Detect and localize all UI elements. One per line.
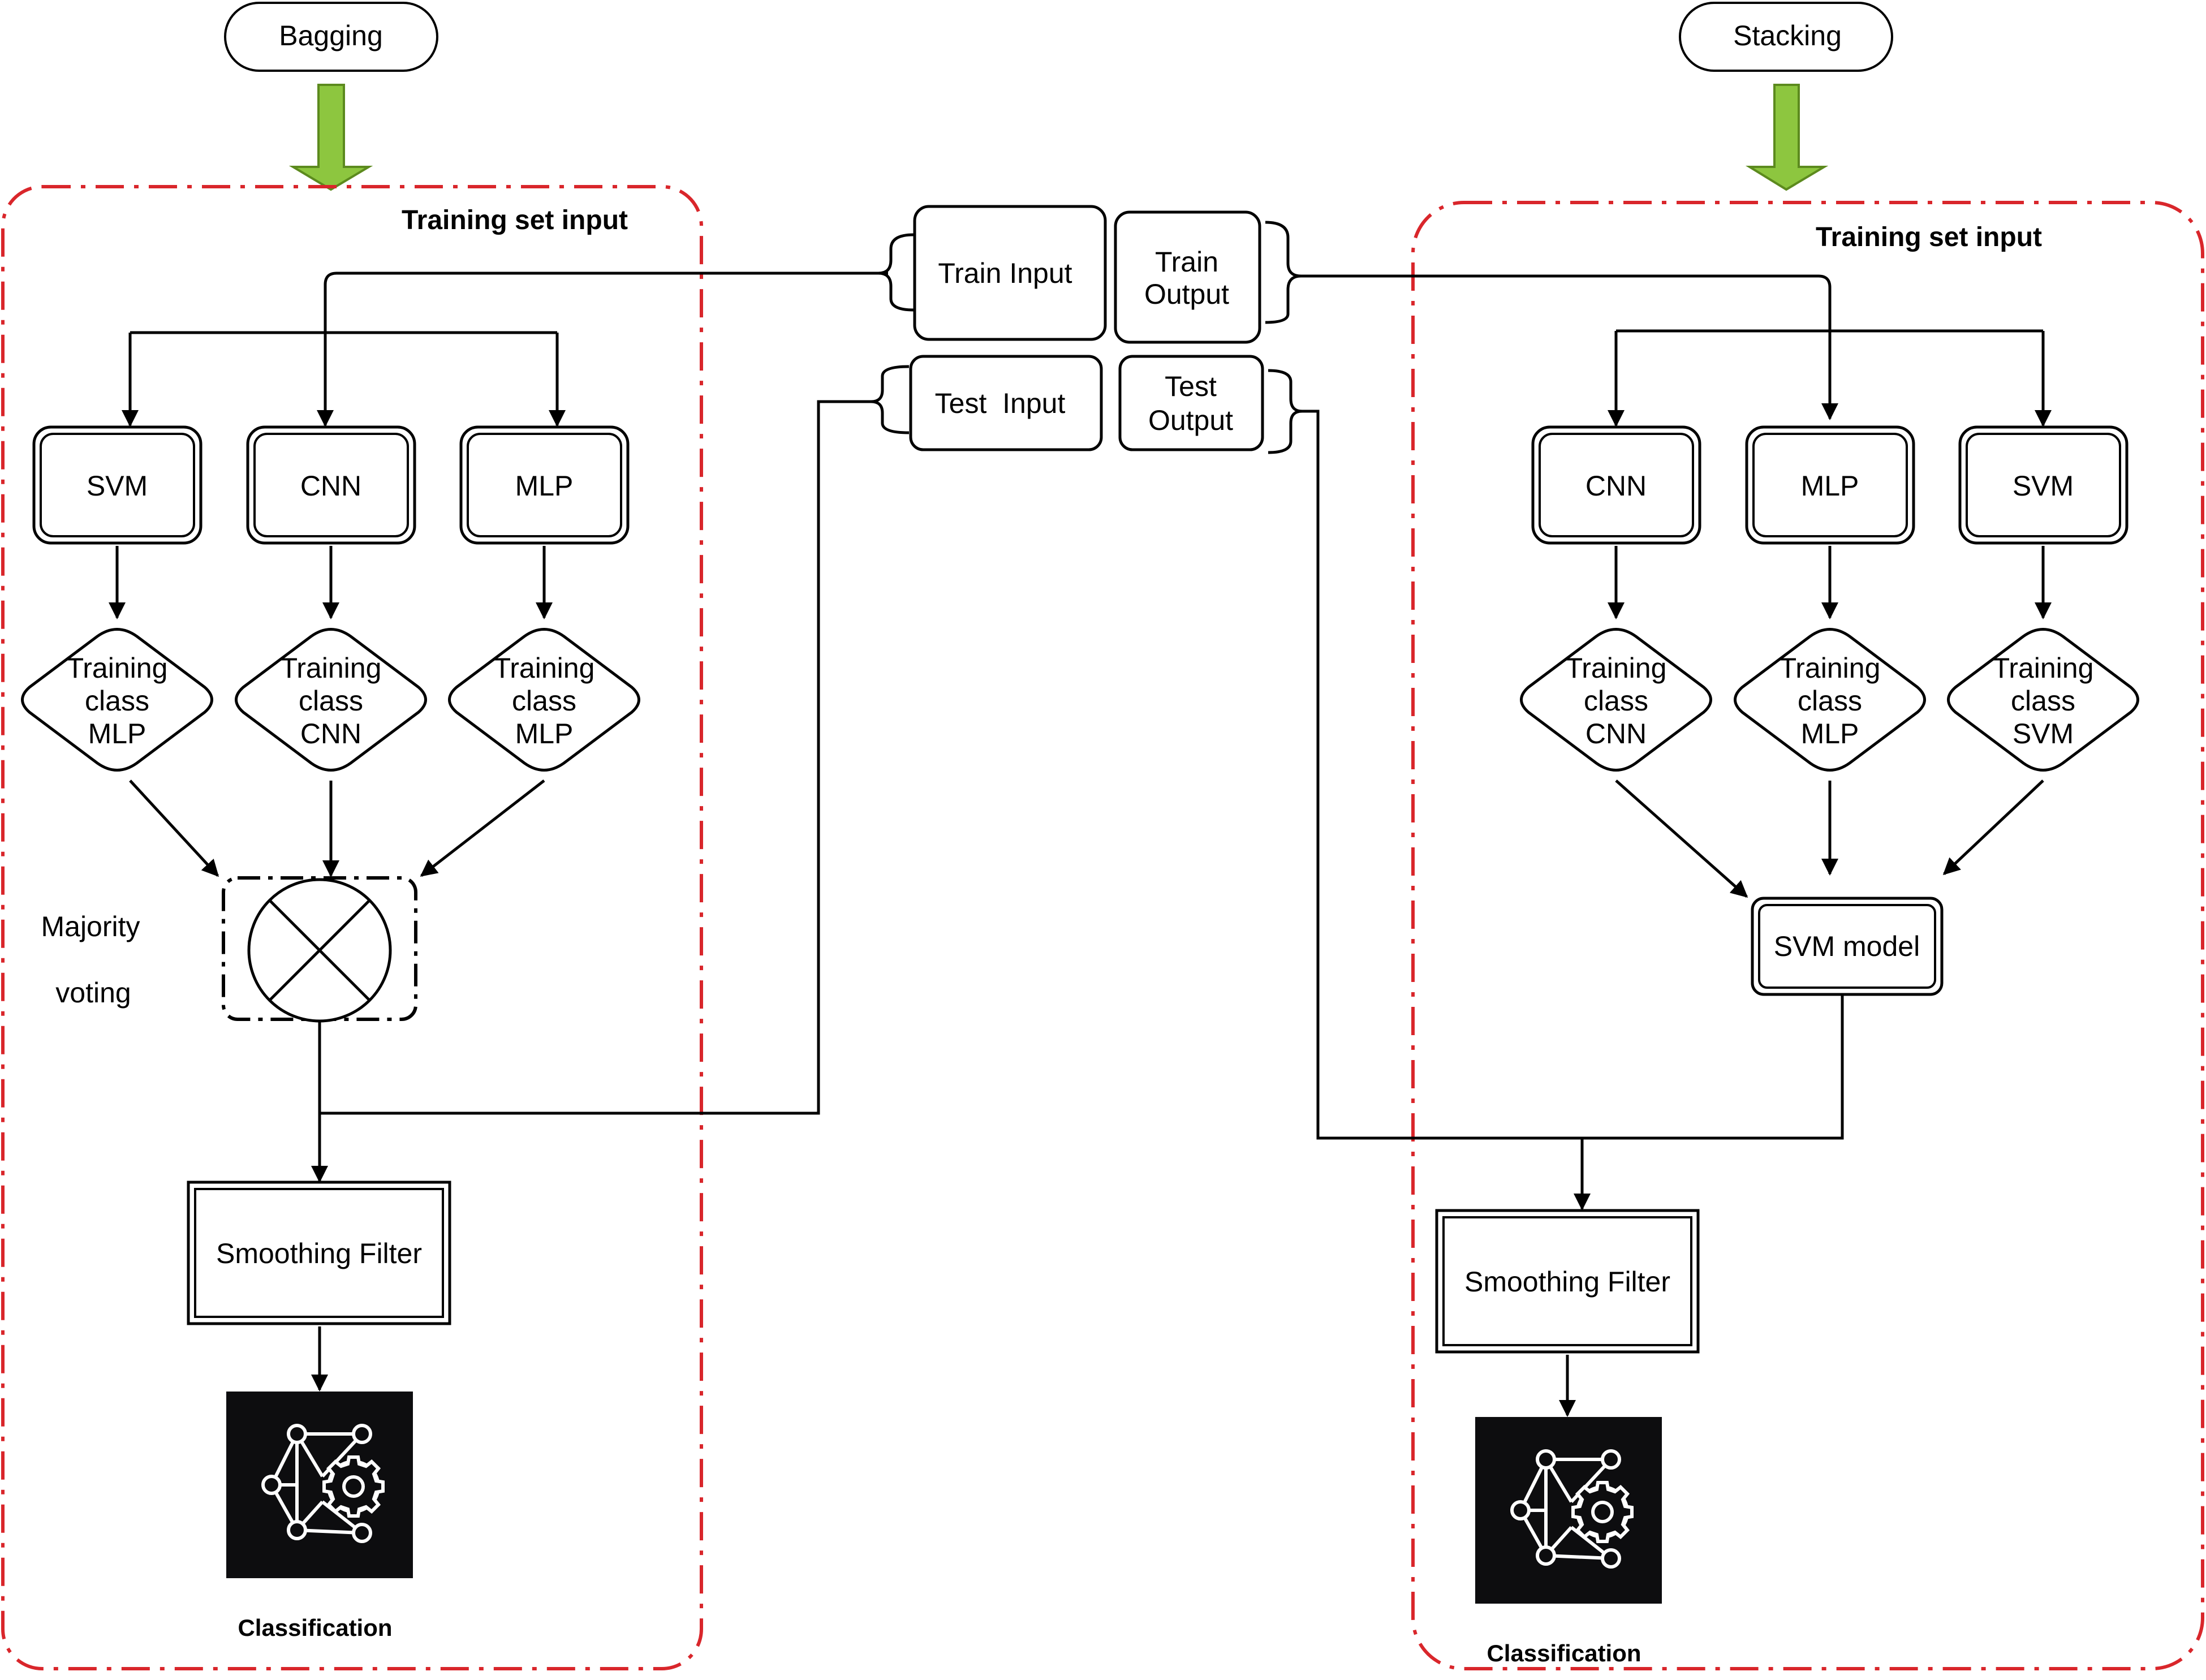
training-node-line: MLP	[515, 718, 574, 749]
bagging-smoothing-filter: Smoothing Filter	[187, 1181, 451, 1325]
bagging-model-label: MLP	[515, 470, 574, 502]
stacking-title: Stacking	[1733, 20, 1842, 51]
training-node-line: Training	[1566, 652, 1667, 684]
bagging-section: Bagging Training set input SVM CNN MLP T…	[1, 2, 888, 1670]
bagging-training-node: Training class CNN	[235, 628, 427, 772]
bagging-model-box: MLP	[459, 425, 630, 545]
bagging-frame-label: Training set input	[402, 205, 628, 235]
stacking-model-box: MLP	[1745, 425, 1915, 545]
train-input-box	[913, 205, 1107, 341]
train-input-label: Train Input	[938, 257, 1072, 289]
bagging-filter-label: Smoothing Filter	[216, 1238, 422, 1269]
svm-model-label: SVM model	[1774, 931, 1920, 962]
stacking-connectors	[1301, 274, 2052, 1417]
train-output-label: Output	[1144, 278, 1229, 310]
bagging-training-node: Training class MLP	[21, 628, 213, 772]
bagging-model-box: SVM	[32, 425, 202, 545]
bagging-classification-icon	[226, 1392, 413, 1578]
train-output-brace	[1265, 221, 1302, 324]
train-output-box	[1114, 210, 1261, 344]
training-node-line: Training	[1780, 652, 1881, 684]
test-output-label: Output	[1148, 404, 1233, 436]
training-node-line: Training	[1993, 652, 2094, 684]
bagging-title: Bagging	[279, 20, 383, 51]
data-blocks: Train Input Train Output Test Input Test…	[871, 205, 1303, 454]
stacking-model-box: SVM	[1958, 425, 2129, 545]
stacking-training-node: Training class CNN	[1520, 628, 1712, 772]
train-output-label: Train	[1155, 246, 1218, 278]
stacking-filter-label: Smoothing Filter	[1464, 1266, 1670, 1298]
test-output-brace	[1268, 369, 1303, 454]
stacking-down-arrow-icon	[1745, 84, 1829, 191]
training-node-line: MLP	[1801, 718, 1859, 749]
bagging-training-node: Training class MLP	[448, 628, 640, 772]
stacking-classification-icon	[1475, 1417, 1662, 1604]
training-node-line: class	[299, 685, 363, 717]
stacking-model-label: MLP	[1801, 470, 1859, 502]
training-node-line: class	[1798, 685, 1862, 717]
stacking-training-node: Training class SVM	[1947, 628, 2139, 772]
test-output-box	[1118, 355, 1264, 451]
training-node-line: class	[85, 685, 149, 717]
training-node-line: class	[1584, 685, 1648, 717]
majority-voting-label: Majority	[41, 911, 140, 942]
svm-meta-model: SVM model	[1751, 897, 1944, 996]
stacking-title-pill	[1679, 2, 1893, 72]
bagging-title-pill	[224, 2, 438, 72]
training-node-line: Training	[494, 652, 595, 684]
stacking-training-node: Training class MLP	[1734, 628, 1926, 772]
training-node-line: Training	[281, 652, 382, 684]
train-input-brace	[878, 233, 914, 312]
test-output-label: Test	[1165, 371, 1217, 402]
majority-voting-label: voting	[55, 977, 131, 1009]
bagging-model-label: CNN	[300, 470, 361, 502]
stacking-model-label: SVM	[2013, 470, 2074, 502]
training-node-line: SVM	[2013, 718, 2074, 749]
training-node-line: Training	[67, 652, 168, 684]
stacking-frame-label: Training set input	[1816, 222, 2042, 252]
test-input-brace	[871, 365, 910, 434]
training-node-line: MLP	[88, 718, 147, 749]
test-input-label: Test Input	[935, 387, 1066, 419]
stacking-smoothing-filter: Smoothing Filter	[1435, 1209, 1700, 1354]
majority-voting-combiner-icon	[247, 878, 392, 1023]
bagging-model-box: CNN	[246, 425, 416, 545]
test-input-box	[909, 355, 1103, 451]
bagging-model-label: SVM	[87, 470, 148, 502]
training-node-line: class	[2011, 685, 2075, 717]
stacking-frame	[1411, 201, 2204, 1670]
training-node-line: CNN	[300, 718, 361, 749]
stacking-section: Stacking Training set input CNN MLP SVM …	[1301, 2, 2204, 1670]
bagging-classification-label: Classification	[238, 1614, 392, 1641]
stacking-model-box: CNN	[1531, 425, 1701, 545]
stacking-model-label: CNN	[1585, 470, 1647, 502]
bagging-frame	[1, 185, 703, 1670]
bagging-connectors	[109, 272, 888, 1392]
stacking-classification-label: Classification	[1487, 1640, 1641, 1666]
training-node-line: class	[512, 685, 576, 717]
training-node-line: CNN	[1585, 718, 1647, 749]
bagging-down-arrow-icon	[288, 84, 373, 191]
